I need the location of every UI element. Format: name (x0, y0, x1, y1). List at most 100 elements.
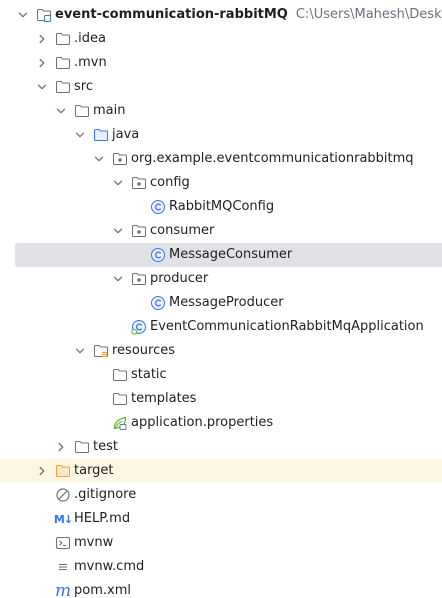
tree-item-name: mvnw (74, 535, 114, 550)
chevron-right-icon[interactable] (34, 55, 50, 71)
tree-item-name: templates (131, 391, 197, 406)
tree-item-label: static (131, 363, 167, 387)
java-class-icon (150, 247, 166, 263)
tree-row-main[interactable]: main (0, 99, 442, 123)
tree-item-name: consumer (150, 223, 215, 238)
source-root-icon (93, 127, 109, 143)
tree-item-label: target (74, 459, 114, 483)
tree-row-org-example-eventcommunicationrabbitmq[interactable]: org.example.eventcommunicationrabbitmq (0, 147, 442, 171)
tree-item-name: producer (150, 271, 209, 286)
tree-row-idea[interactable]: .idea (0, 27, 442, 51)
tree-item-name: mvnw.cmd (74, 559, 145, 574)
tree-row-java[interactable]: java (0, 123, 442, 147)
tree-row-static[interactable]: static (0, 363, 442, 387)
tree-row-test[interactable]: test (0, 435, 442, 459)
tree-row-mvnw-cmd[interactable]: mvnw.cmd (0, 555, 442, 579)
tree-row-producer[interactable]: producer (0, 267, 442, 291)
tree-item-name: EventCommunicationRabbitMqApplication (150, 319, 424, 334)
shell-script-icon (55, 535, 71, 551)
text-file-icon (55, 559, 71, 575)
chevron-down-icon[interactable] (110, 175, 126, 191)
tree-item-label: java (112, 123, 139, 147)
tree-item-name: resources (112, 343, 176, 358)
tree-item-name: target (74, 463, 114, 478)
java-class-icon (150, 295, 166, 311)
tree-row-target[interactable]: target (0, 459, 442, 483)
tree-row-gitignore[interactable]: .gitignore (0, 483, 442, 507)
tree-row-rabbitmqconfig[interactable]: RabbitMQConfig (0, 195, 442, 219)
tree-item-name: event-communication-rabbitMQ (55, 7, 288, 22)
chevron-down-icon[interactable] (72, 343, 88, 359)
tree-row-mvnw[interactable]: mvnw (0, 531, 442, 555)
tree-item-label: resources (112, 339, 175, 363)
folder-icon (74, 439, 90, 455)
tree-item-label: org.example.eventcommunicationrabbitmq (131, 147, 414, 171)
chevron-right-icon[interactable] (34, 463, 50, 479)
tree-item-name: java (112, 127, 140, 142)
tree-item-label: main (93, 99, 125, 123)
tree-item-name: RabbitMQConfig (169, 199, 275, 214)
tree-item-label: producer (150, 267, 208, 291)
chevron-down-icon[interactable] (110, 271, 126, 287)
maven-icon: m (54, 581, 72, 598)
tree-item-name: main (93, 103, 126, 118)
folder-icon (55, 55, 71, 71)
tree-item-name: HELP.md (74, 511, 131, 526)
tree-item-label: mvnw.cmd (74, 555, 144, 579)
module-folder-icon (36, 7, 52, 23)
tree-row-help-md[interactable]: M↓HELP.md (0, 507, 442, 531)
tree-row-eventcommunicationrabbitmqapplication[interactable]: EventCommunicationRabbitMqApplication (0, 315, 442, 339)
spring-boot-class-icon (131, 319, 147, 335)
tree-item-name: .idea (74, 31, 106, 46)
chevron-right-icon[interactable] (34, 31, 50, 47)
tree-row-application-properties[interactable]: application.properties (0, 411, 442, 435)
tree-row-messageproducer[interactable]: MessageProducer (0, 291, 442, 315)
tree-item-label: .idea (74, 27, 106, 51)
tree-item-label: pom.xml (74, 579, 131, 598)
tree-item-label: MessageConsumer (169, 243, 292, 267)
tree-item-label: test (93, 435, 118, 459)
package-icon (131, 175, 147, 191)
chevron-down-icon[interactable] (91, 151, 107, 167)
chevron-down-icon[interactable] (110, 223, 126, 239)
folder-icon (112, 391, 128, 407)
tree-item-name: static (131, 367, 167, 382)
tree-row-mvn[interactable]: .mvn (0, 51, 442, 75)
tree-item-label: .mvn (74, 51, 107, 75)
resources-root-icon (93, 343, 109, 359)
folder-icon (74, 103, 90, 119)
tree-item-name: pom.xml (74, 583, 131, 598)
tree-item-name: MessageConsumer (169, 247, 293, 262)
tree-row-src[interactable]: src (0, 75, 442, 99)
tree-item-label: config (150, 171, 190, 195)
tree-item-label: templates (131, 387, 196, 411)
tree-row-messageconsumer[interactable]: MessageConsumer (15, 243, 442, 267)
chevron-right-icon[interactable] (53, 439, 69, 455)
ignore-file-icon (55, 487, 71, 503)
tree-item-name: org.example.eventcommunicationrabbitmq (131, 151, 414, 166)
package-icon (131, 271, 147, 287)
tree-row-config[interactable]: config (0, 171, 442, 195)
tree-item-label: mvnw (74, 531, 113, 555)
tree-item-name: src (74, 79, 93, 94)
tree-row-resources[interactable]: resources (0, 339, 442, 363)
tree-item-name: .mvn (74, 55, 107, 70)
tree-item-label: application.properties (131, 411, 273, 435)
tree-item-name: config (150, 175, 190, 190)
tree-row-templates[interactable]: templates (0, 387, 442, 411)
tree-item-label: .gitignore (74, 483, 136, 507)
tree-row-consumer[interactable]: consumer (0, 219, 442, 243)
tree-item-label: HELP.md (74, 507, 130, 531)
tree-item-name: MessageProducer (169, 295, 284, 310)
tree-item-label: EventCommunicationRabbitMqApplication (150, 315, 424, 339)
chevron-down-icon[interactable] (34, 79, 50, 95)
chevron-down-icon[interactable] (72, 127, 88, 143)
package-icon (131, 223, 147, 239)
package-icon (112, 151, 128, 167)
chevron-down-icon[interactable] (53, 103, 69, 119)
chevron-down-icon[interactable] (15, 7, 31, 23)
